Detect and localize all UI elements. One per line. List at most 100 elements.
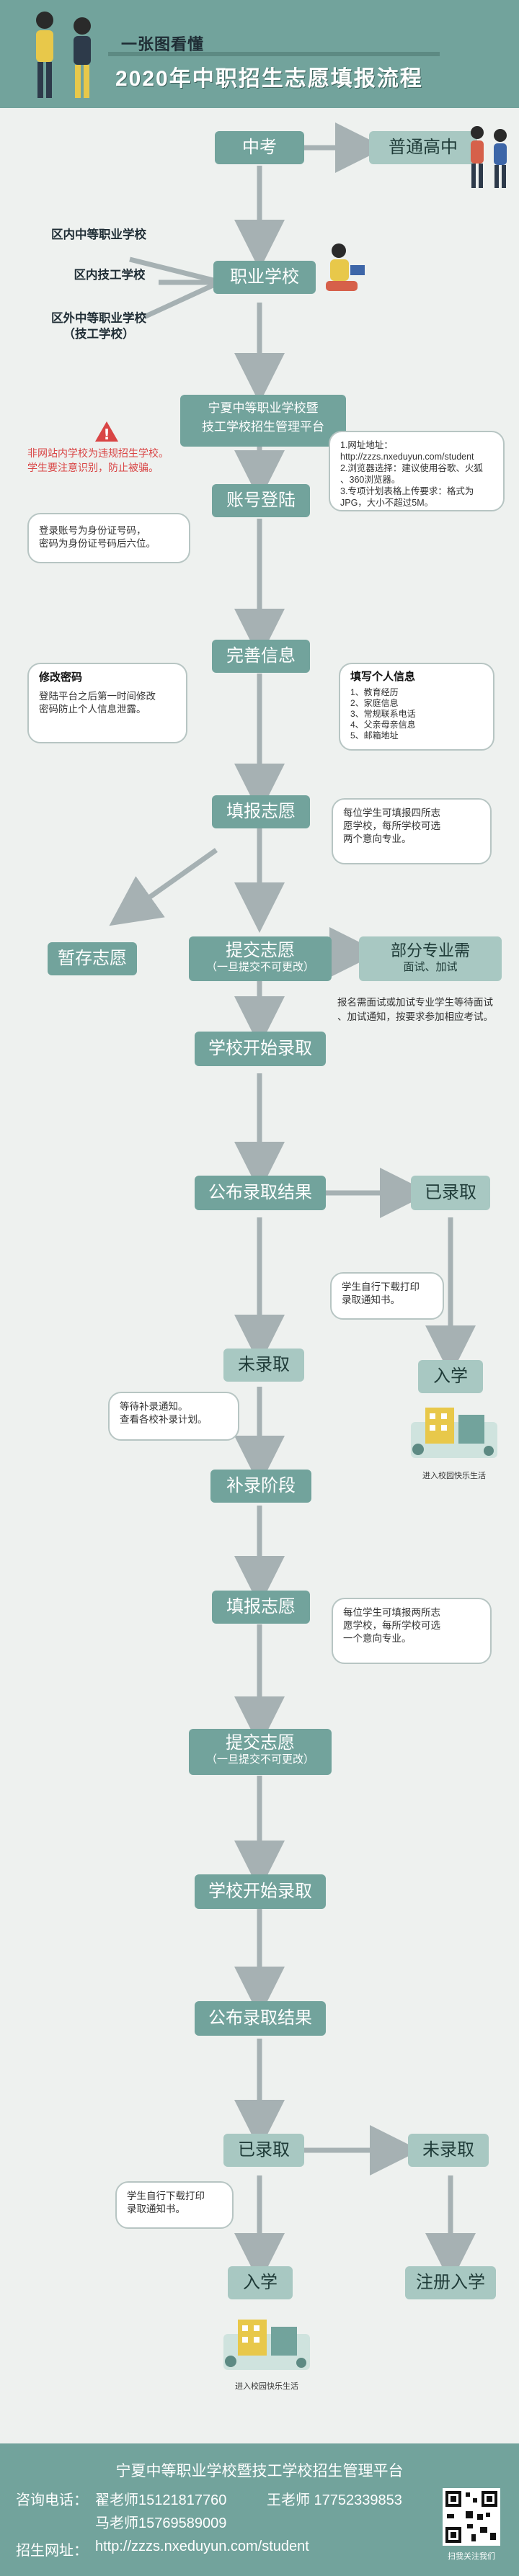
admitted-note-line: 学生自行下载打印 xyxy=(342,1282,420,1292)
step-platform: 宁夏中等职业学校暨 技工学校招生管理平台 xyxy=(180,395,346,447)
supplement-note-line: 等待补录通知。 xyxy=(120,1401,188,1412)
step-enroll: 入学 xyxy=(418,1360,483,1393)
fill-note-line: 愿学校，每所学校可选 xyxy=(343,820,440,831)
label-quwai-zhongzhi: 区外中等职业学校 xyxy=(51,312,146,325)
campus-caption: 进入校园快乐生活 xyxy=(422,1472,486,1480)
platform-note-line: 、360浏览器。 xyxy=(340,475,401,485)
interview-note-line: 、加试通知，按要求参加相应考试。 xyxy=(337,1011,493,1022)
info-item: 4、父亲母亲信息 xyxy=(350,720,416,730)
admitted-note-2-line: 录取通知书。 xyxy=(127,2204,185,2214)
step-fill-volunteer: 填报志愿 xyxy=(212,795,310,828)
qr-caption: 扫我关注我们 xyxy=(448,2552,495,2561)
fill-note-2-line: 愿学校，每所学校可选 xyxy=(343,1620,440,1631)
submit-sub-2: （一旦提交不可更改） xyxy=(205,1753,314,1766)
page-header: 一张图看懂 2020年中职招生志愿填报流程 xyxy=(0,0,519,108)
footer-site-url[interactable]: http://zzzs.nxeduyun.com/student xyxy=(95,2539,309,2554)
step-admitted-2: 已录取 xyxy=(223,2134,304,2167)
footer-phone-label: 咨询电话： xyxy=(16,2492,88,2508)
password-note-line: 登陆平台之后第一时间修改 xyxy=(39,691,156,702)
footer-phone-2: 王老师 17752339853 xyxy=(267,2492,402,2508)
step-register-enroll: 注册入学 xyxy=(405,2266,496,2299)
footer-phone-1: 翟老师15121817760 xyxy=(95,2492,227,2508)
reading-student-illustration xyxy=(326,243,365,291)
step-fill-volunteer-2: 填报志愿 xyxy=(212,1591,310,1624)
footer-phone-3: 马老师15769589009 xyxy=(95,2515,227,2531)
step-school-admission-2: 学校开始录取 xyxy=(195,1874,326,1909)
qr-code-icon xyxy=(443,2488,500,2546)
admitted-note-line: 录取通知书。 xyxy=(342,1294,400,1305)
submit-sub: （一旦提交不可更改） xyxy=(205,961,314,973)
page-title: 2020年中职招生志愿填报流程 xyxy=(115,67,423,91)
submit-label-2: 提交志愿 xyxy=(226,1733,295,1753)
platform-line-1: 宁夏中等职业学校暨 xyxy=(208,401,319,415)
platform-note-line: http://zzzs.nxeduyun.com/student xyxy=(340,452,474,462)
students-illustration xyxy=(471,126,507,188)
warning-icon: ! xyxy=(95,421,118,443)
students-illustration xyxy=(36,12,91,98)
label-qunei-jigong: 区内技工学校 xyxy=(74,269,146,282)
info-title: 填写个人信息 xyxy=(350,671,416,683)
campus-illustration xyxy=(411,1408,497,1458)
step-complete-info: 完善信息 xyxy=(212,640,310,673)
platform-note-line: JPG，大小不超过5M。 xyxy=(340,498,434,508)
platform-warning-2: 学生要注意识别，防止被骗。 xyxy=(27,462,159,473)
admitted-note-2-line: 学生自行下载打印 xyxy=(127,2191,205,2201)
step-enroll-2: 入学 xyxy=(228,2266,293,2299)
page-footer: 宁夏中等职业学校暨技工学校招生管理平台 咨询电话： 翟老师15121817760… xyxy=(0,2443,519,2576)
fill-note-bubble: 每位学生可填报四所志 愿学校，每所学校可选 两个意向专业。 xyxy=(332,798,492,864)
step-admitted: 已录取 xyxy=(411,1176,490,1210)
step-zhongkao: 中考 xyxy=(215,131,304,164)
step-partial-major: 部分专业需 面试、加试 xyxy=(359,936,502,981)
platform-line-2: 技工学校招生管理平台 xyxy=(202,420,324,434)
step-not-admitted: 未录取 xyxy=(223,1349,304,1382)
info-item: 3、常规联系电话 xyxy=(350,709,416,719)
step-supplement-stage: 补录阶段 xyxy=(210,1470,311,1503)
info-item: 5、邮箱地址 xyxy=(350,730,399,741)
step-not-admitted-2: 未录取 xyxy=(408,2134,489,2167)
admitted-note-bubble: 学生自行下载打印 录取通知书。 xyxy=(330,1272,444,1320)
info-item: 1、教育经历 xyxy=(350,687,399,697)
step-zhiye-xuexiao: 职业学校 xyxy=(213,261,316,294)
login-note-line: 登录账号为身份证号码， xyxy=(39,525,146,536)
footer-org: 宁夏中等职业学校暨技工学校招生管理平台 xyxy=(115,2463,404,2479)
password-title: 修改密码 xyxy=(39,671,83,684)
password-bubble: 修改密码 登陆平台之后第一时间修改 密码防止个人信息泄露。 xyxy=(27,663,187,743)
platform-warning-1: 非网站内学校为违规招生学校。 xyxy=(27,447,169,459)
campus-caption-2: 进入校园快乐生活 xyxy=(235,2382,298,2391)
fill-note-2-line: 一个意向专业。 xyxy=(343,1633,412,1644)
submit-label: 提交志愿 xyxy=(226,941,295,960)
login-note-line: 密码为身份证号码后六位。 xyxy=(39,538,156,549)
login-note-bubble: 登录账号为身份证号码， 密码为身份证号码后六位。 xyxy=(27,513,190,563)
step-submit-volunteer-2: 提交志愿 （一旦提交不可更改） xyxy=(189,1729,332,1775)
step-save-volunteer: 暂存志愿 xyxy=(48,942,137,975)
partial-major-sub: 面试、加试 xyxy=(403,961,458,973)
info-item: 2、家庭信息 xyxy=(350,698,399,708)
interview-note-line: 报名需面试或加试专业学生等待面试 xyxy=(337,997,493,1008)
platform-note-bubble: 1.网址地址： http://zzzs.nxeduyun.com/student… xyxy=(329,431,505,511)
platform-note-line: 1.网址地址： xyxy=(340,440,393,450)
header-subtitle: 一张图看懂 xyxy=(121,35,205,53)
supplement-note-line: 查看各校补录计划。 xyxy=(120,1414,208,1425)
label-quwai-jigong: （技工学校） xyxy=(63,328,135,341)
fill-note-2-line: 每位学生可填报两所志 xyxy=(343,1607,440,1618)
step-account-login: 账号登陆 xyxy=(212,484,310,517)
header-band xyxy=(108,52,440,56)
step-publish-result: 公布录取结果 xyxy=(195,1176,326,1210)
step-school-admission: 学校开始录取 xyxy=(195,1032,326,1066)
step-submit-volunteer: 提交志愿 （一旦提交不可更改） xyxy=(189,936,332,981)
step-putong-gaozhong: 普通高中 xyxy=(369,131,477,164)
svg-text:!: ! xyxy=(103,426,110,443)
fill-note-2-bubble: 每位学生可填报两所志 愿学校，每所学校可选 一个意向专业。 xyxy=(332,1598,492,1664)
supplement-note-bubble: 等待补录通知。 查看各校补录计划。 xyxy=(108,1392,239,1441)
fill-note-line: 两个意向专业。 xyxy=(343,833,412,844)
flow-connectors xyxy=(109,122,476,2284)
fill-note-line: 每位学生可填报四所志 xyxy=(343,808,440,818)
label-qunei-zhongzhi: 区内中等职业学校 xyxy=(51,228,146,241)
password-note-line: 密码防止个人信息泄露。 xyxy=(39,704,146,715)
platform-note-line: 2.浏览器选择：建议使用谷歌、火狐 xyxy=(340,463,483,473)
campus-illustration xyxy=(223,2320,310,2370)
partial-major-label: 部分专业需 xyxy=(390,942,470,960)
footer-site-label: 招生网址： xyxy=(16,2543,88,2559)
info-bubble: 填写个人信息 1、教育经历 2、家庭信息 3、常规联系电话 4、父亲母亲信息 5… xyxy=(339,663,494,751)
platform-note-line: 3.专项计划表格上传要求：格式为 xyxy=(340,486,474,496)
